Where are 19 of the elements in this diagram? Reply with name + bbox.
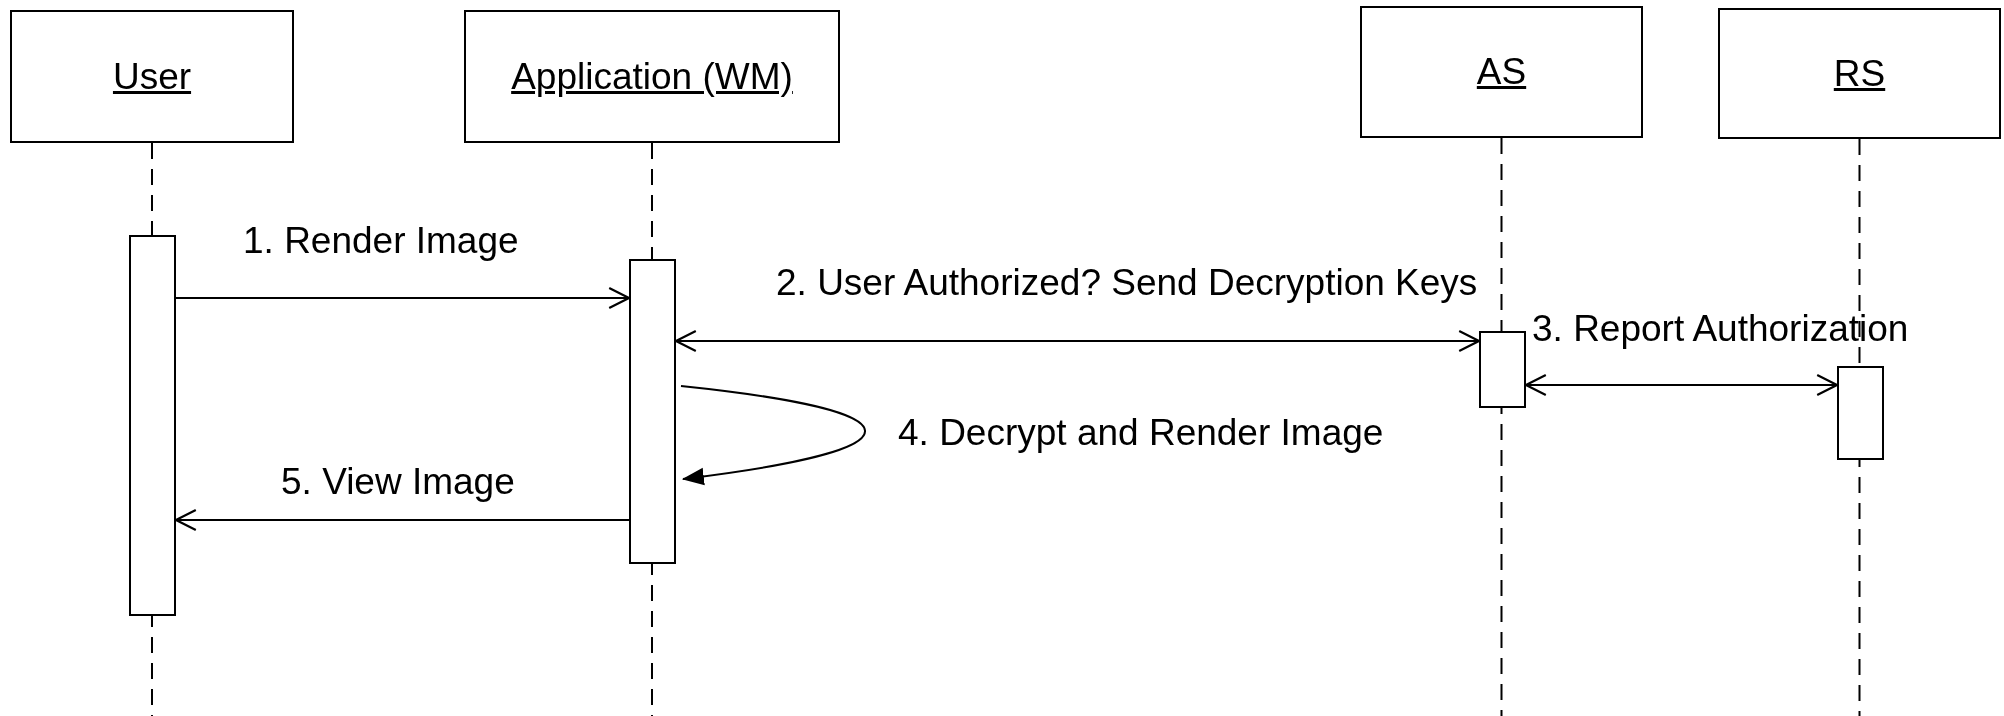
activation-bar (129, 235, 176, 616)
participant-box (464, 10, 840, 143)
participant-name: User (112, 55, 192, 98)
edge-label: 3. Report Authorization (1532, 310, 1909, 347)
activation-bar (629, 259, 676, 564)
edge-label: 2. User Authorized? Send Decryption Keys (776, 264, 1478, 301)
self-message-arrow (680, 385, 866, 485)
message-arrow (175, 287, 631, 309)
activation-bar (1479, 331, 1526, 408)
participant-name: RS (1833, 52, 1886, 95)
participant-box (10, 10, 294, 143)
participant-box (1360, 6, 1643, 138)
participant-box (1718, 8, 2001, 139)
edge-label: 1. Render Image (243, 222, 519, 259)
edge-label: 4. Decrypt and Render Image (898, 414, 1384, 451)
participant-name: Application (WM) (511, 55, 793, 98)
edge-label: 5. View Image (281, 463, 515, 500)
activation-bar (1837, 366, 1884, 460)
participant-name: AS (1476, 51, 1527, 93)
